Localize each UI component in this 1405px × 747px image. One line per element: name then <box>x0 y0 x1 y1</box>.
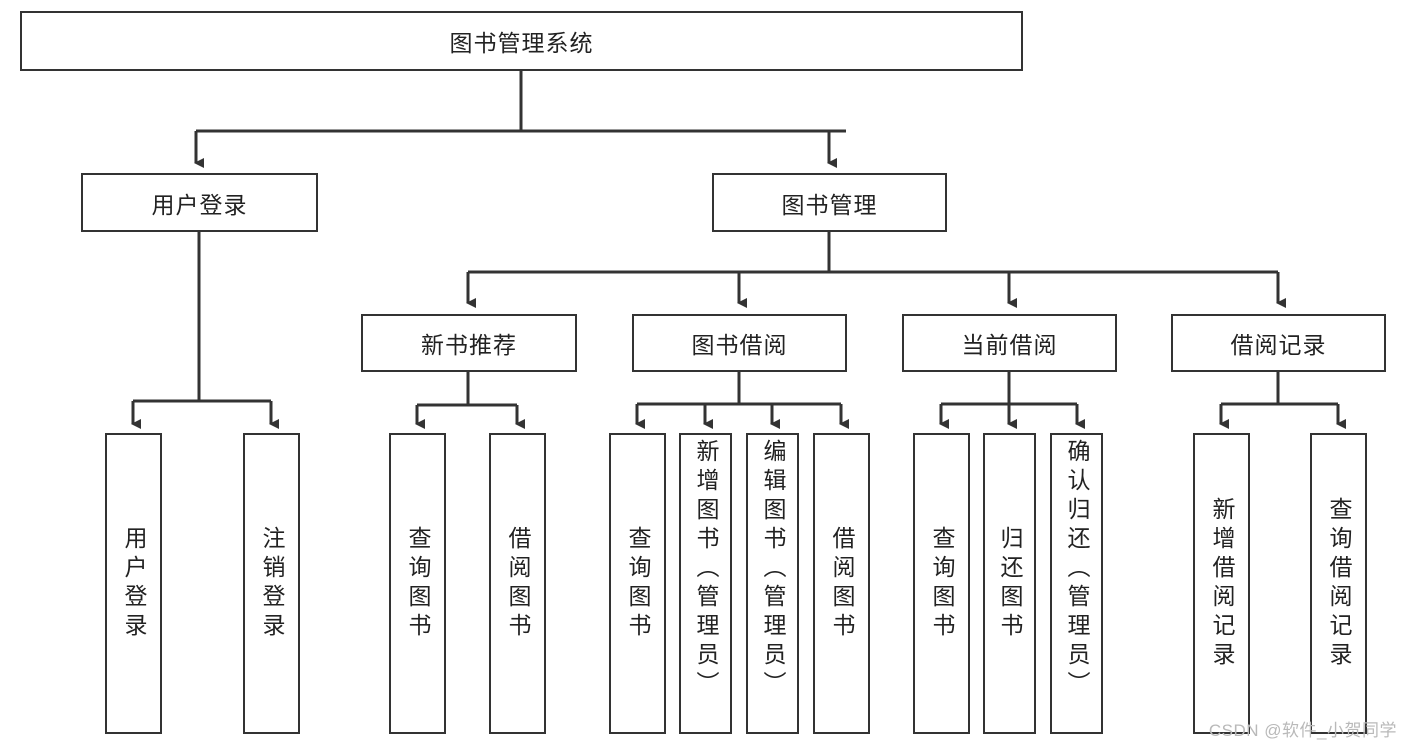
node-label: 查询图书 <box>929 525 955 642</box>
node-label: 新增图书（管理员） <box>693 439 719 700</box>
node-label: 借阅图书 <box>829 525 855 642</box>
node-label: 查询图书 <box>405 525 431 642</box>
node-label: 注销登录 <box>259 525 285 642</box>
node-leaf-user-login[interactable]: 用户登录 <box>105 433 162 734</box>
node-book-management[interactable]: 图书管理 <box>712 173 947 232</box>
node-label: 图书借阅 <box>691 332 788 358</box>
node-label: 用户登录 <box>121 525 147 642</box>
node-leaf-borrow-book[interactable]: 借阅图书 <box>813 433 870 734</box>
node-leaf-add-borrow-record[interactable]: 新增借阅记录 <box>1193 433 1250 734</box>
node-current-borrow[interactable]: 当前借阅 <box>902 314 1117 372</box>
node-leaf-query-book-borrow[interactable]: 查询图书 <box>609 433 666 734</box>
node-leaf-confirm-return-admin[interactable]: 确认归还（管理员） <box>1050 433 1103 734</box>
node-label: 新书推荐 <box>421 332 517 358</box>
node-book-borrow[interactable]: 图书借阅 <box>632 314 847 372</box>
node-leaf-edit-book-admin[interactable]: 编辑图书（管理员） <box>746 433 799 734</box>
node-leaf-logout-login[interactable]: 注销登录 <box>243 433 300 734</box>
node-label: 编辑图书（管理员） <box>760 439 786 700</box>
node-label: 查询借阅记录 <box>1326 496 1352 671</box>
node-leaf-borrow-book-recommend[interactable]: 借阅图书 <box>489 433 546 734</box>
node-label: 图书管理系统 <box>449 30 594 56</box>
node-leaf-return-book[interactable]: 归还图书 <box>983 433 1036 734</box>
node-leaf-add-book-admin[interactable]: 新增图书（管理员） <box>679 433 732 734</box>
node-label: 归还图书 <box>997 525 1023 642</box>
node-new-book-recommend[interactable]: 新书推荐 <box>361 314 577 372</box>
node-label: 用户登录 <box>151 191 248 218</box>
node-label: 借阅图书 <box>505 525 531 642</box>
node-label: 图书管理 <box>781 191 878 218</box>
node-root-book-management-system[interactable]: 图书管理系统 <box>20 11 1023 71</box>
node-leaf-query-book-recommend[interactable]: 查询图书 <box>389 433 446 734</box>
node-label: 新增借阅记录 <box>1209 496 1235 671</box>
node-label: 确认归还（管理员） <box>1064 439 1090 700</box>
watermark-text: CSDN @软件_小贺同学 <box>1208 721 1397 740</box>
node-user-login[interactable]: 用户登录 <box>81 173 318 232</box>
node-label: 查询图书 <box>625 525 651 642</box>
node-borrow-record[interactable]: 借阅记录 <box>1171 314 1386 372</box>
node-label: 当前借阅 <box>961 332 1058 358</box>
node-leaf-query-book-current[interactable]: 查询图书 <box>913 433 970 734</box>
node-leaf-query-borrow-record[interactable]: 查询借阅记录 <box>1310 433 1367 734</box>
node-label: 借阅记录 <box>1230 332 1327 358</box>
